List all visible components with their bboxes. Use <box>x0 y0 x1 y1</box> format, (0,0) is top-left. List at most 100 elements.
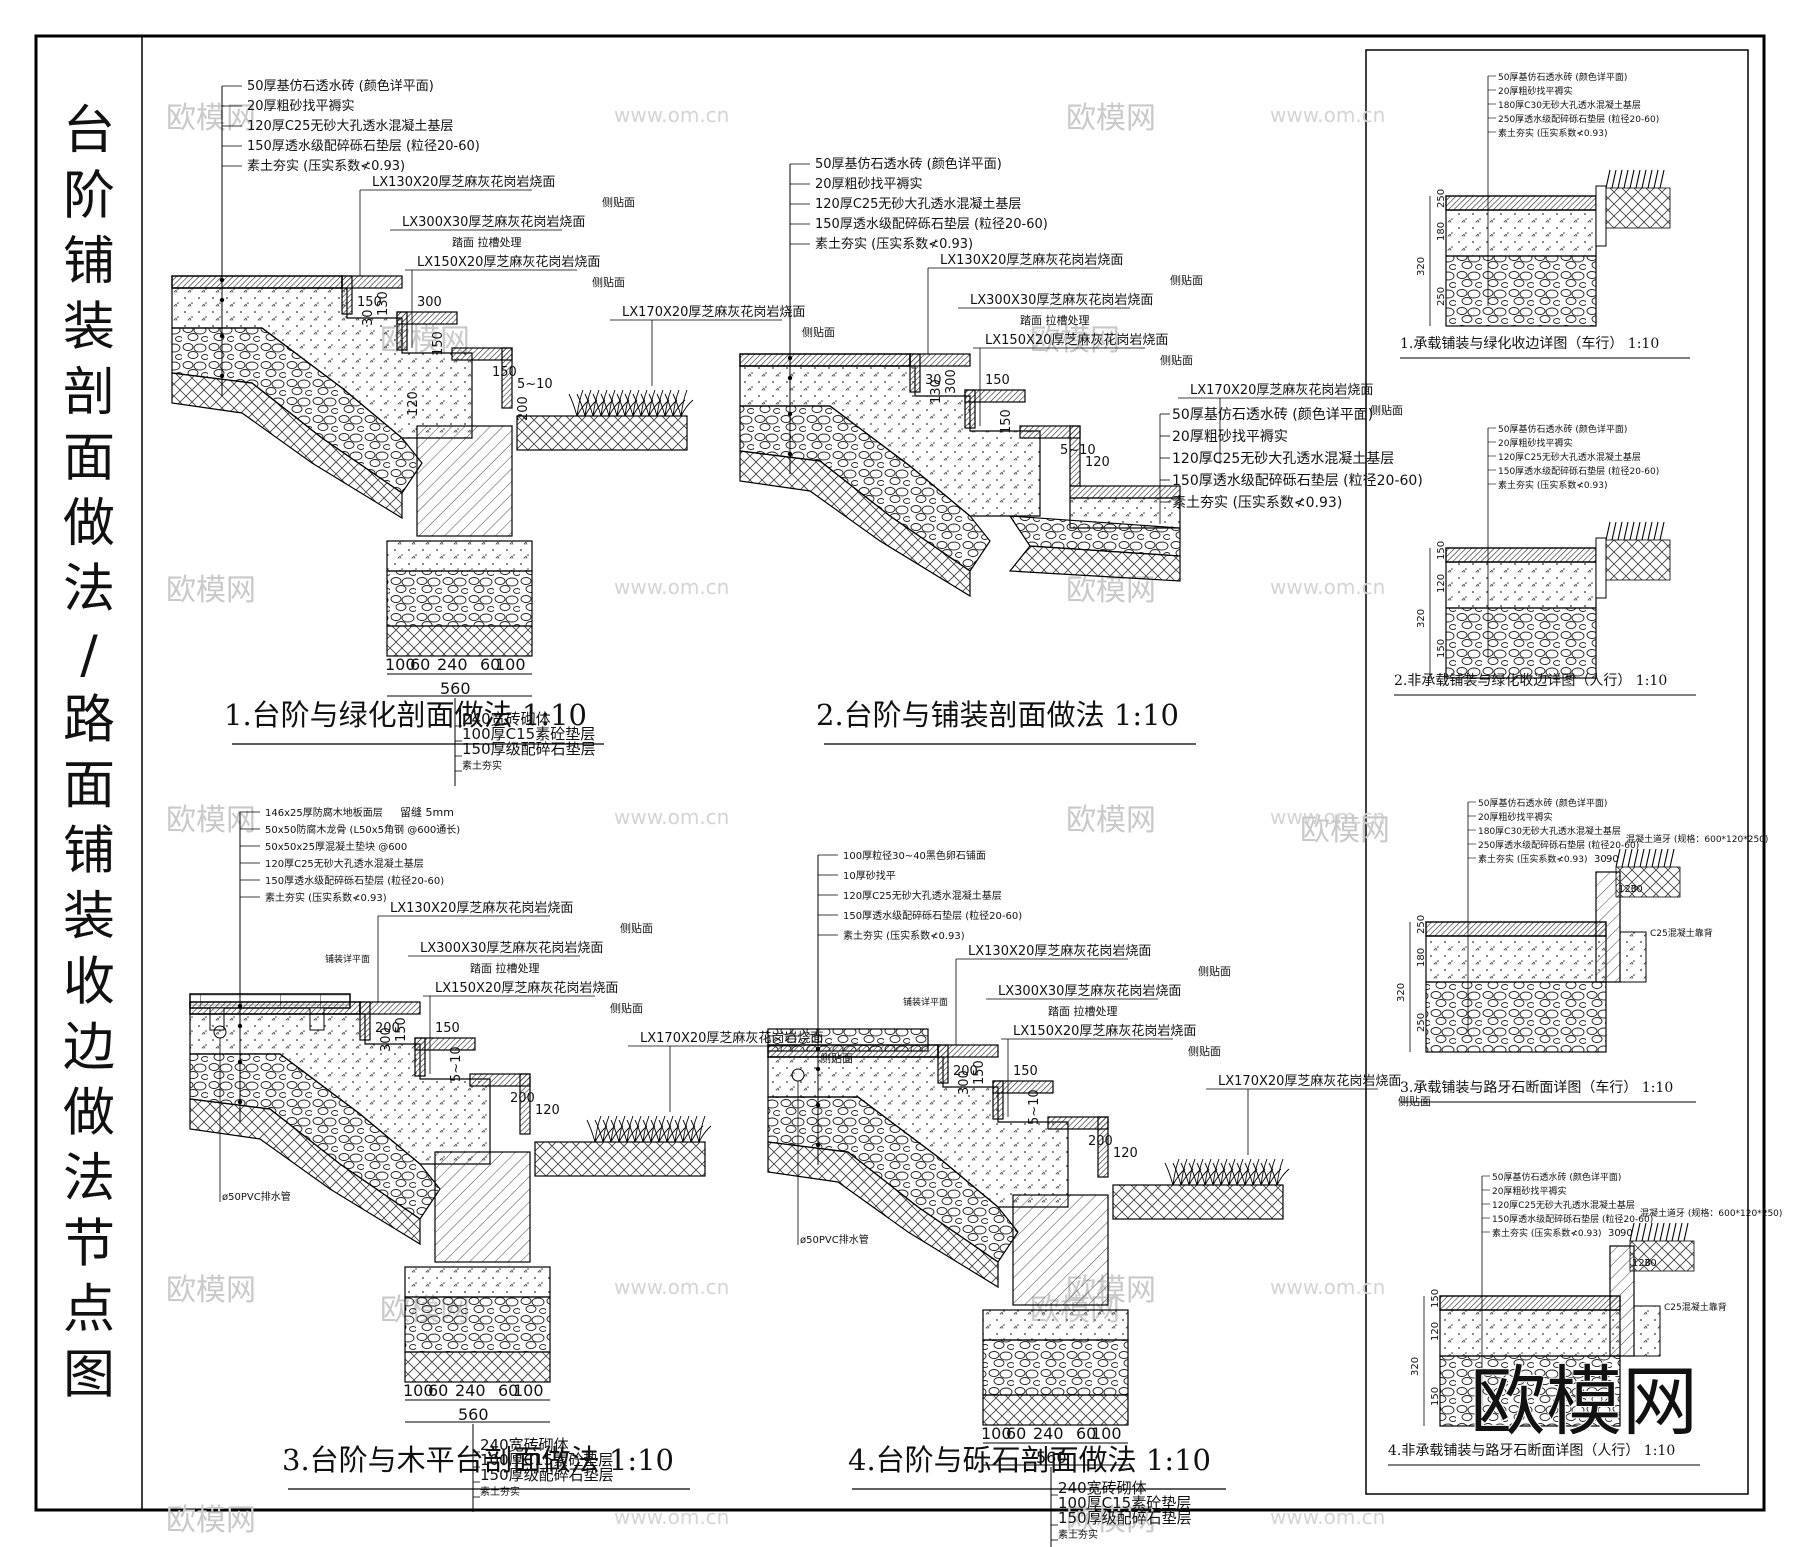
dimension-text: 320 <box>1396 983 1407 1002</box>
title-char: 收 <box>63 953 115 1013</box>
granite-step <box>359 1001 371 1041</box>
planting-soil <box>1605 187 1671 229</box>
granite-step <box>396 311 408 351</box>
dimension-text: 560 <box>458 1405 489 1424</box>
dimension-text: 150 <box>1430 1289 1441 1308</box>
dimension-text: 200 <box>516 396 531 421</box>
stair-note: 侧贴面 <box>1198 964 1231 978</box>
grass <box>568 389 590 417</box>
edge-strip <box>1595 537 1607 599</box>
curb-backing <box>1619 931 1647 983</box>
dimension-text: 200 <box>953 1064 978 1079</box>
title-char: 面 <box>63 429 115 489</box>
grass <box>1641 169 1647 189</box>
dimension-text: 300 <box>944 369 959 394</box>
dimension-text: 150 <box>972 1060 987 1085</box>
caption-side-4: 4.非承载铺装与路牙石断面详图（人行） 1:10 <box>1388 1443 1675 1459</box>
layer-note: 120厚C25无砂大孔透水混凝土基层 <box>1498 451 1641 463</box>
paver-layer <box>1069 485 1181 499</box>
planting-soil <box>1615 866 1681 898</box>
dimension-text: 560 <box>440 679 471 698</box>
layer-note: 150厚透水级配碎砾石垫层 (粒径20-60) <box>265 874 444 887</box>
grass <box>1623 521 1629 541</box>
grass <box>1665 1222 1671 1242</box>
footing-note: 素土夯实 <box>480 1485 520 1498</box>
dimension-text: 200 <box>510 1091 535 1106</box>
dimension-text: 60 <box>428 1381 448 1400</box>
layer-note: 150厚透水级配碎砾石垫层 (粒径20-60) <box>1498 465 1659 477</box>
paver-layer <box>1445 547 1597 563</box>
title-char: 节 <box>63 1215 115 1275</box>
dimension-text: 120 <box>1618 884 1637 895</box>
granite-step <box>519 1073 531 1135</box>
title-char: 做 <box>63 494 115 554</box>
grass <box>1651 848 1657 868</box>
paver-layer <box>767 1044 939 1058</box>
paver-layer <box>1439 1295 1621 1311</box>
caption-side-2: 2.非承载铺装与绿化收边详图（人行） 1:10 <box>1394 673 1667 689</box>
grass <box>1641 521 1647 541</box>
title-char: 法 <box>63 1149 115 1209</box>
layer-note: 20厚粗砂找平褥实 <box>1478 811 1552 823</box>
stair-note: LX130X20厚芝麻灰花岗岩烧面 <box>968 943 1151 959</box>
dimension-text: 200 <box>375 1021 400 1036</box>
dimension-text: 240 <box>455 1381 486 1400</box>
stair-note: LX150X20厚芝麻灰花岗岩烧面 <box>417 254 600 270</box>
layer-note: 素土夯实 (压实系数≮0.93) <box>843 929 965 942</box>
grass <box>608 389 630 417</box>
title-char: 法 <box>63 560 115 620</box>
dimension-text: 250 <box>1436 287 1447 306</box>
stair-note: 侧贴面 <box>592 275 625 289</box>
grass <box>682 1115 704 1143</box>
grass <box>1615 848 1621 868</box>
watermark-brand: 欧模网 <box>1066 101 1156 136</box>
dimension-text: 320 <box>1416 609 1427 628</box>
leader-dot <box>787 355 793 361</box>
gravel-layer <box>1445 255 1597 327</box>
dimension-text: 60 <box>480 655 500 674</box>
dimension-text: 200 <box>1088 1134 1113 1149</box>
stair-note: LX300X30厚芝麻灰花岗岩烧面 <box>970 292 1153 308</box>
grass <box>1617 169 1623 189</box>
grass <box>1641 1222 1647 1242</box>
granite-step <box>964 389 976 429</box>
title-char: 路 <box>63 691 115 751</box>
pipe-note: ø50PVC排水管 <box>222 1190 291 1203</box>
watermark-site: www.om.cn <box>1270 1505 1385 1529</box>
dimension-text: 120 <box>1436 574 1447 593</box>
grass <box>1196 1158 1218 1186</box>
grass <box>640 389 662 417</box>
grass <box>624 389 646 417</box>
grass <box>1647 1222 1653 1242</box>
granite-step <box>992 1080 1004 1120</box>
planting-soil <box>1605 539 1671 581</box>
footing-note: 150厚级配碎石垫层 <box>462 740 596 758</box>
c15-footing <box>386 540 533 572</box>
grass <box>1647 169 1653 189</box>
dimension-text: 150 <box>394 1017 409 1042</box>
grass <box>1629 1222 1635 1242</box>
grass <box>1671 1222 1677 1242</box>
grass <box>674 1115 696 1143</box>
grass <box>1657 848 1663 868</box>
layer-note: 180厚C30无砂大孔透水混凝土基层 <box>1498 99 1641 111</box>
earth-footing <box>404 1351 551 1383</box>
stair-note: 侧贴面 <box>602 195 635 209</box>
dimension-text: 300 <box>957 1070 972 1095</box>
grass <box>650 1115 672 1143</box>
leader-dot <box>219 277 225 283</box>
grass <box>642 1115 664 1143</box>
layer-note: 20厚粗砂找平褥实 <box>815 177 923 192</box>
dimension-text: 150 <box>999 409 1014 434</box>
leader-dot <box>219 333 225 339</box>
leader-dot <box>787 411 793 417</box>
leader-dot <box>815 1142 821 1148</box>
dimension-text: 30 <box>361 309 376 326</box>
layer-note: 150厚透水级配碎砾石垫层 (粒径20-60) <box>1172 473 1423 489</box>
layer-note: 180厚C30无砂大孔透水混凝土基层 <box>1478 825 1621 837</box>
footing-note: 100厚C15素砼垫层 <box>462 725 595 743</box>
stair-note: 侧贴面 <box>620 921 653 935</box>
stair-note: 侧贴面 <box>802 325 835 339</box>
grass <box>1605 521 1611 541</box>
